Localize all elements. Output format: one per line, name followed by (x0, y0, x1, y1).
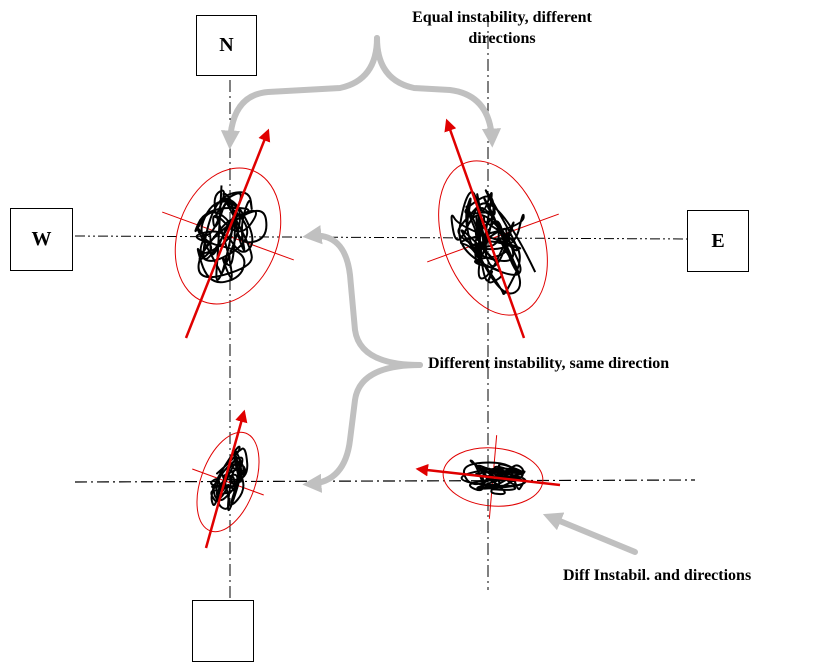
annotation-equal-instability: Equal instability, different directions (412, 9, 592, 47)
direction-box-north: N (196, 15, 257, 76)
brace-mid-arrow-bottom (302, 362, 423, 493)
direction-box-west: W (10, 208, 73, 271)
axis-horizontal-bottom (74, 479, 696, 483)
direction-box-south (192, 600, 254, 662)
direction-arrows (184, 118, 561, 549)
diff-callout-arrow (542, 512, 638, 555)
ellipses (162, 160, 559, 533)
annotation-diff-both: Diff Instabil. and directions (563, 567, 752, 584)
arrow-nw (184, 128, 271, 339)
ellipse-nw (162, 167, 294, 305)
brace-mid-arrow-top (302, 225, 423, 368)
sway-trace-sw (210, 445, 249, 511)
brace-top-arrow-right (374, 35, 502, 148)
arrow-sw (204, 409, 248, 549)
direction-box-east: E (687, 210, 749, 272)
sway-trace-ne (450, 189, 537, 296)
brace-top-arrow (220, 35, 380, 150)
arrow-ne (444, 118, 526, 339)
arrow-se (415, 463, 561, 487)
annotation-different-instability: Different instability, same direction (428, 355, 670, 372)
callout-arrows (220, 35, 638, 555)
sway-trace-nw (194, 185, 268, 284)
axes (74, 15, 696, 600)
axis-horizontal-top (74, 235, 689, 240)
